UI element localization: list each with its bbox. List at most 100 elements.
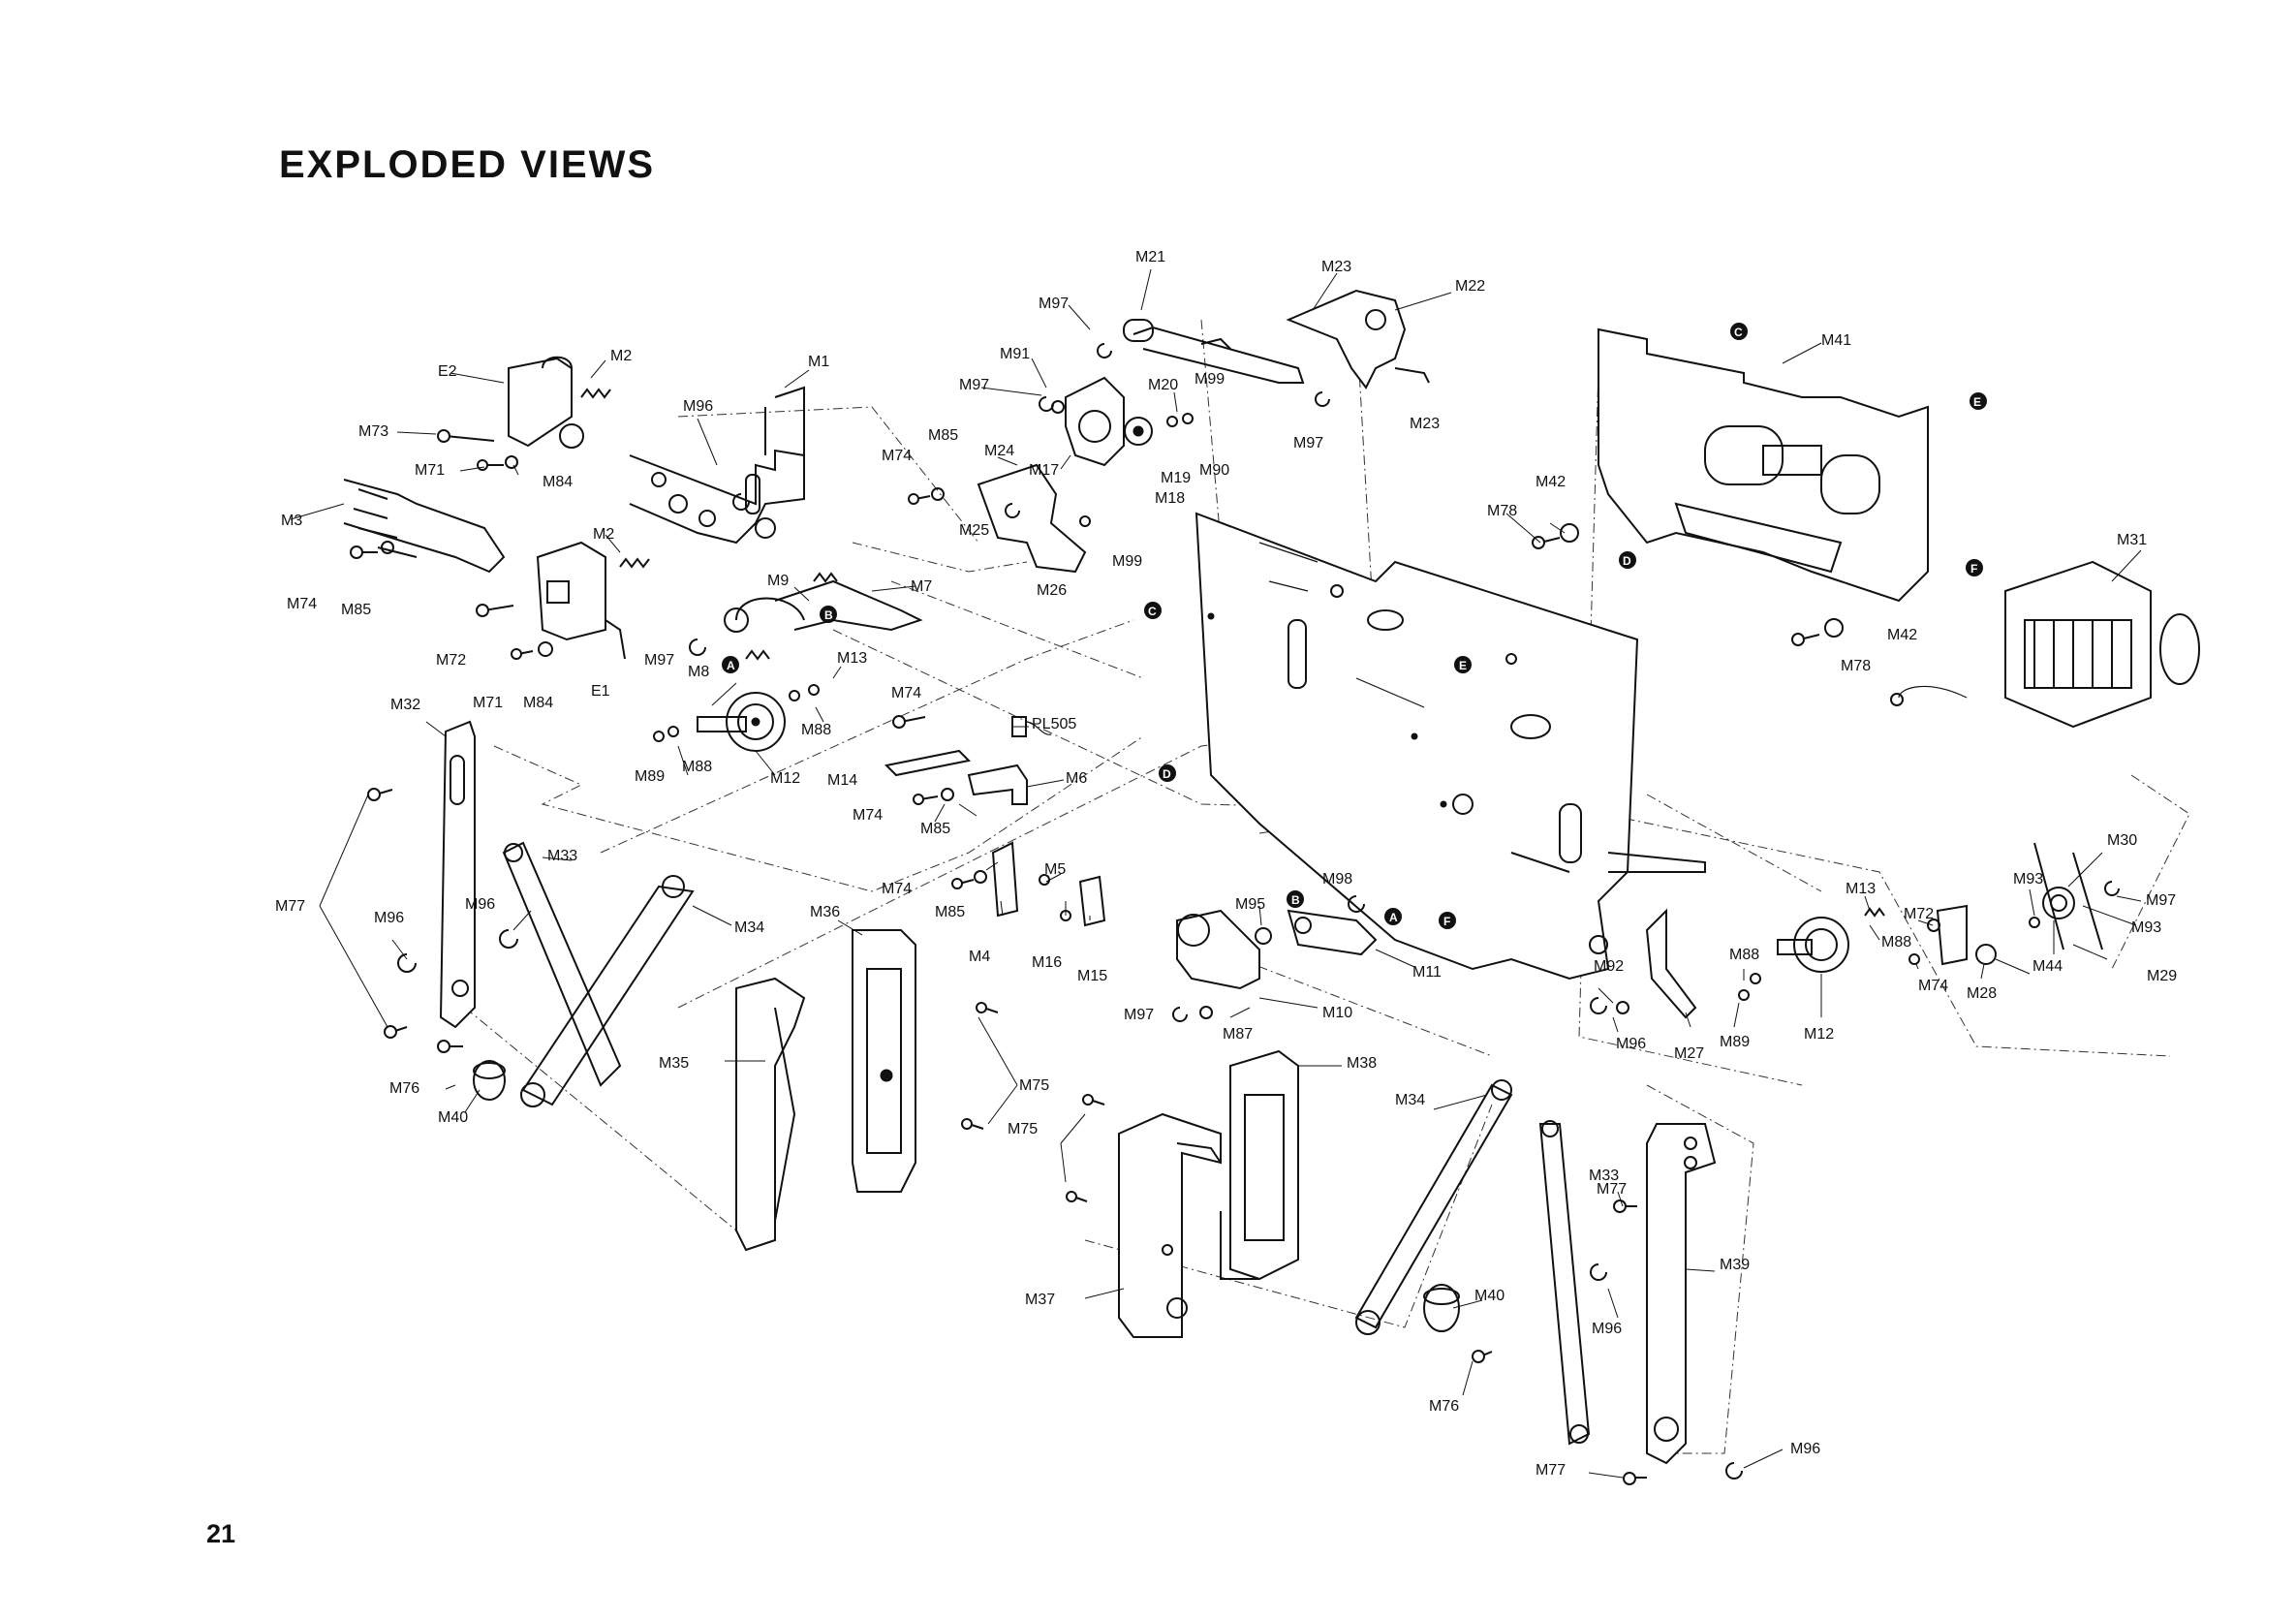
svg-text:B: B [1291,893,1300,907]
label-m3: M3 [281,513,302,529]
ref-marker-d: D [1159,764,1176,782]
label-m22: M22 [1455,278,1485,295]
label-m2: M2 [593,526,614,543]
label-m71: M71 [415,462,445,479]
part-m34-arm-left [520,875,695,1107]
washer-icon [2029,917,2040,928]
c-clip-icon [1725,1462,1743,1480]
c-clip-icon [1172,1007,1188,1022]
label-m84: M84 [523,695,553,711]
washer-icon [1824,618,1844,638]
washer-icon [1199,1006,1213,1019]
ref-marker-a: A [1384,908,1402,925]
label-m10: M10 [1322,1005,1352,1021]
part-m33-link-right [1538,1120,1591,1446]
part-m40-roller-left [473,1060,506,1101]
screw-icon [350,545,378,559]
part-m31-mechanism-block [1890,560,2200,729]
label-m20: M20 [1148,377,1178,393]
washer-icon [667,726,679,737]
label-m16: M16 [1032,954,1062,971]
label-m2: M2 [610,348,632,364]
c-clip-icon [2104,881,2120,896]
label-m71: M71 [473,695,503,711]
svg-text:C: C [1734,326,1743,339]
svg-text:C: C [1148,605,1157,618]
part-m19-pulley [1124,417,1153,446]
part-m36-housing [852,929,916,1193]
label-m34: M34 [1395,1092,1425,1108]
part-m10-mount [1176,909,1260,990]
washer-icon [1166,416,1178,427]
label-m75: M75 [1019,1077,1049,1094]
washer-icon [1079,515,1091,527]
part-m39-arm [1646,1123,1717,1465]
c-clip-icon [1348,895,1365,913]
svg-text:A: A [727,659,735,672]
part-m41-cassette-holder [1598,327,1929,603]
part-e1-head [536,541,626,660]
screw-icon [913,794,939,805]
screw-icon [384,1025,408,1039]
screw-icon [477,459,504,471]
ref-marker-b: B [1287,890,1304,908]
label-m1: M1 [808,354,829,370]
spring-icon [619,557,650,569]
label-m6: M6 [1066,770,1087,787]
label-m98: M98 [1322,871,1352,888]
svg-text:E: E [1459,659,1467,672]
label-m74: M74 [882,881,912,897]
label-m21: M21 [1135,249,1165,265]
part-m37-bracket [1118,1112,1222,1338]
label-m23: M23 [1321,259,1351,275]
label-m97: M97 [1293,435,1323,452]
label-m72: M72 [1904,906,1934,922]
label-m25: M25 [959,522,989,539]
screw-icon [1623,1472,1647,1485]
c-clip-icon [1039,396,1054,412]
label-m42: M42 [1536,474,1566,490]
ref-marker-c: C [1144,602,1162,619]
label-m76: M76 [1429,1398,1459,1415]
part-m17-plate [1065,376,1125,467]
label-m99: M99 [1195,371,1225,388]
label-m88: M88 [1729,947,1759,963]
label-m84: M84 [543,474,573,490]
ref-marker-c: C [1730,323,1748,340]
label-m26: M26 [1037,582,1067,599]
label-m29: M29 [2147,968,2177,984]
screw-icon [1066,1191,1088,1202]
label-m74: M74 [882,448,912,464]
svg-text:F: F [1443,915,1450,928]
label-m89: M89 [635,768,665,785]
label-m12: M12 [1804,1026,1834,1043]
label-m33: M33 [1589,1168,1619,1184]
label-m13: M13 [1846,881,1876,897]
svg-text:D: D [1163,767,1171,781]
label-m97: M97 [644,652,674,669]
part-m34-arm-right [1354,1079,1513,1335]
screw-icon [1791,633,1820,646]
part-m22-plate [1286,289,1430,389]
washer-icon [808,684,820,696]
label-m77: M77 [1597,1181,1627,1198]
page-title: EXPLODED VIEWS [279,143,656,186]
label-m41: M41 [1821,332,1851,349]
washer-icon [941,788,954,801]
label-m85: M85 [341,602,371,618]
screw-icon [961,1118,984,1130]
m6-bracket-icon [967,763,1028,805]
washer-icon [538,641,553,657]
svg-text:F: F [1970,562,1977,576]
c-clip-icon [1590,1263,1607,1281]
label-m74: M74 [853,807,883,824]
c-clip-icon [397,953,417,973]
label-m73: M73 [358,423,388,440]
part-labels: M21 M23 M22 M97 M91 M97 M20 M99 M97 M23 … [275,249,2177,1479]
label-m97: M97 [1039,296,1069,312]
label-m96: M96 [374,910,404,926]
washer-icon [931,487,945,501]
screw-icon [437,1040,463,1053]
label-m88: M88 [1881,934,1911,950]
